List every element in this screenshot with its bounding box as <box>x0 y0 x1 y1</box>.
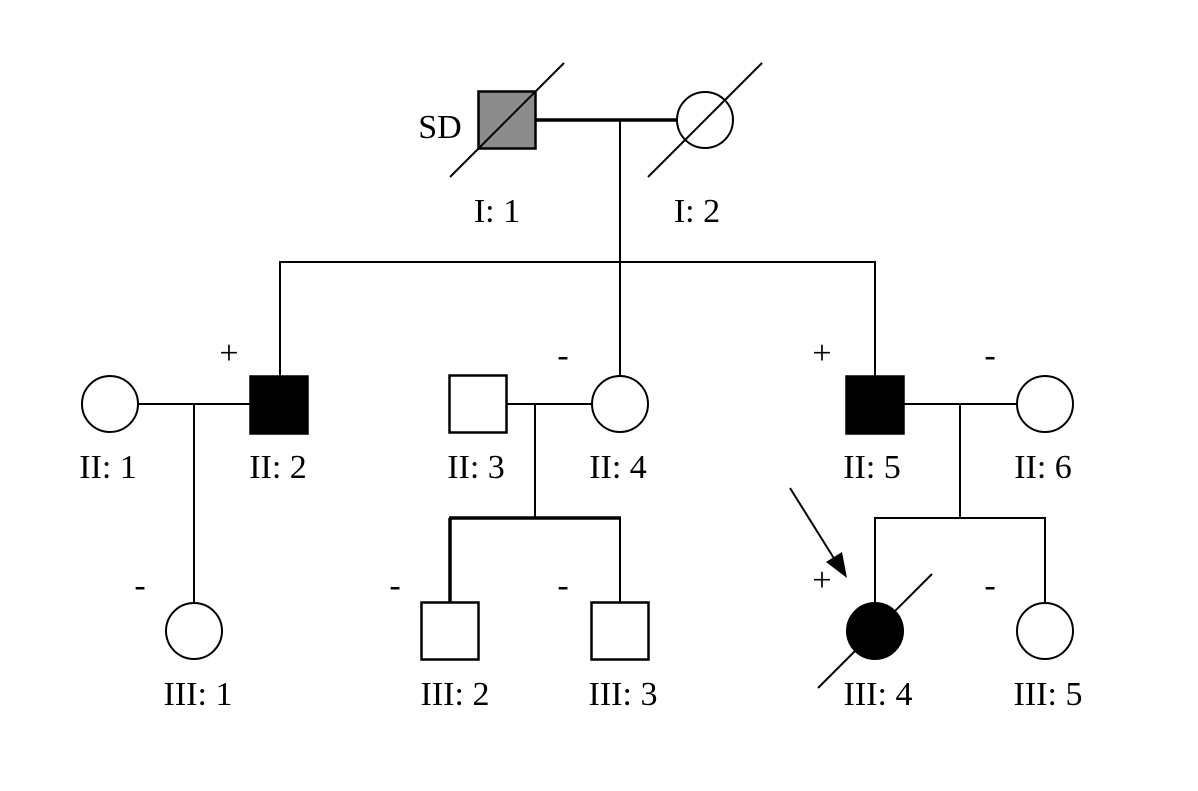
individual-ii5 <box>845 375 905 435</box>
individual-label: II: 4 <box>589 449 647 486</box>
female-circle <box>81 375 139 433</box>
deceased-slash <box>647 62 763 178</box>
individual-iii4 <box>817 573 933 689</box>
individual-ii3 <box>448 374 508 434</box>
test-result: + <box>812 562 831 599</box>
male-square <box>590 601 650 661</box>
individual-iii3 <box>590 601 650 661</box>
individual-ii6 <box>1016 375 1074 433</box>
annotation-sd: SD <box>418 109 461 146</box>
individual-i2 <box>647 62 763 178</box>
male-square <box>845 375 905 435</box>
individual-label: III: 4 <box>844 676 913 713</box>
individual-ii2 <box>249 375 309 435</box>
deceased-slash <box>817 573 933 689</box>
individual-label: I: 2 <box>674 193 720 230</box>
test-result: + <box>219 335 238 372</box>
female-circle <box>1016 375 1074 433</box>
individual-i1 <box>449 62 565 178</box>
individual-label: II: 1 <box>79 449 137 486</box>
individual-label: I: 1 <box>474 193 520 230</box>
female-circle <box>591 375 649 433</box>
male-square <box>249 375 309 435</box>
deceased-slash <box>449 62 565 178</box>
individual-ii1 <box>81 375 139 433</box>
individual-iii5 <box>1016 602 1074 660</box>
individual-iii1 <box>165 602 223 660</box>
proband-arrow <box>789 487 847 578</box>
individual-label: II: 6 <box>1014 449 1072 486</box>
test-result: - <box>557 337 568 374</box>
individual-label: III: 1 <box>164 676 233 713</box>
individual-ii4 <box>591 375 649 433</box>
test-result: - <box>984 567 995 604</box>
individual-label: II: 2 <box>249 449 307 486</box>
test-result: + <box>812 335 831 372</box>
female-circle <box>165 602 223 660</box>
individual-label: II: 5 <box>843 449 901 486</box>
test-result: - <box>134 567 145 604</box>
individual-label: III: 5 <box>1014 676 1083 713</box>
individual-label: III: 2 <box>421 676 490 713</box>
individual-label: III: 3 <box>589 676 658 713</box>
male-square <box>420 601 480 661</box>
individual-label: II: 3 <box>447 449 505 486</box>
female-circle <box>1016 602 1074 660</box>
test-result: - <box>389 567 400 604</box>
test-result: - <box>557 567 568 604</box>
male-square <box>448 374 508 434</box>
individual-iii2 <box>420 601 480 661</box>
test-result: - <box>984 337 995 374</box>
